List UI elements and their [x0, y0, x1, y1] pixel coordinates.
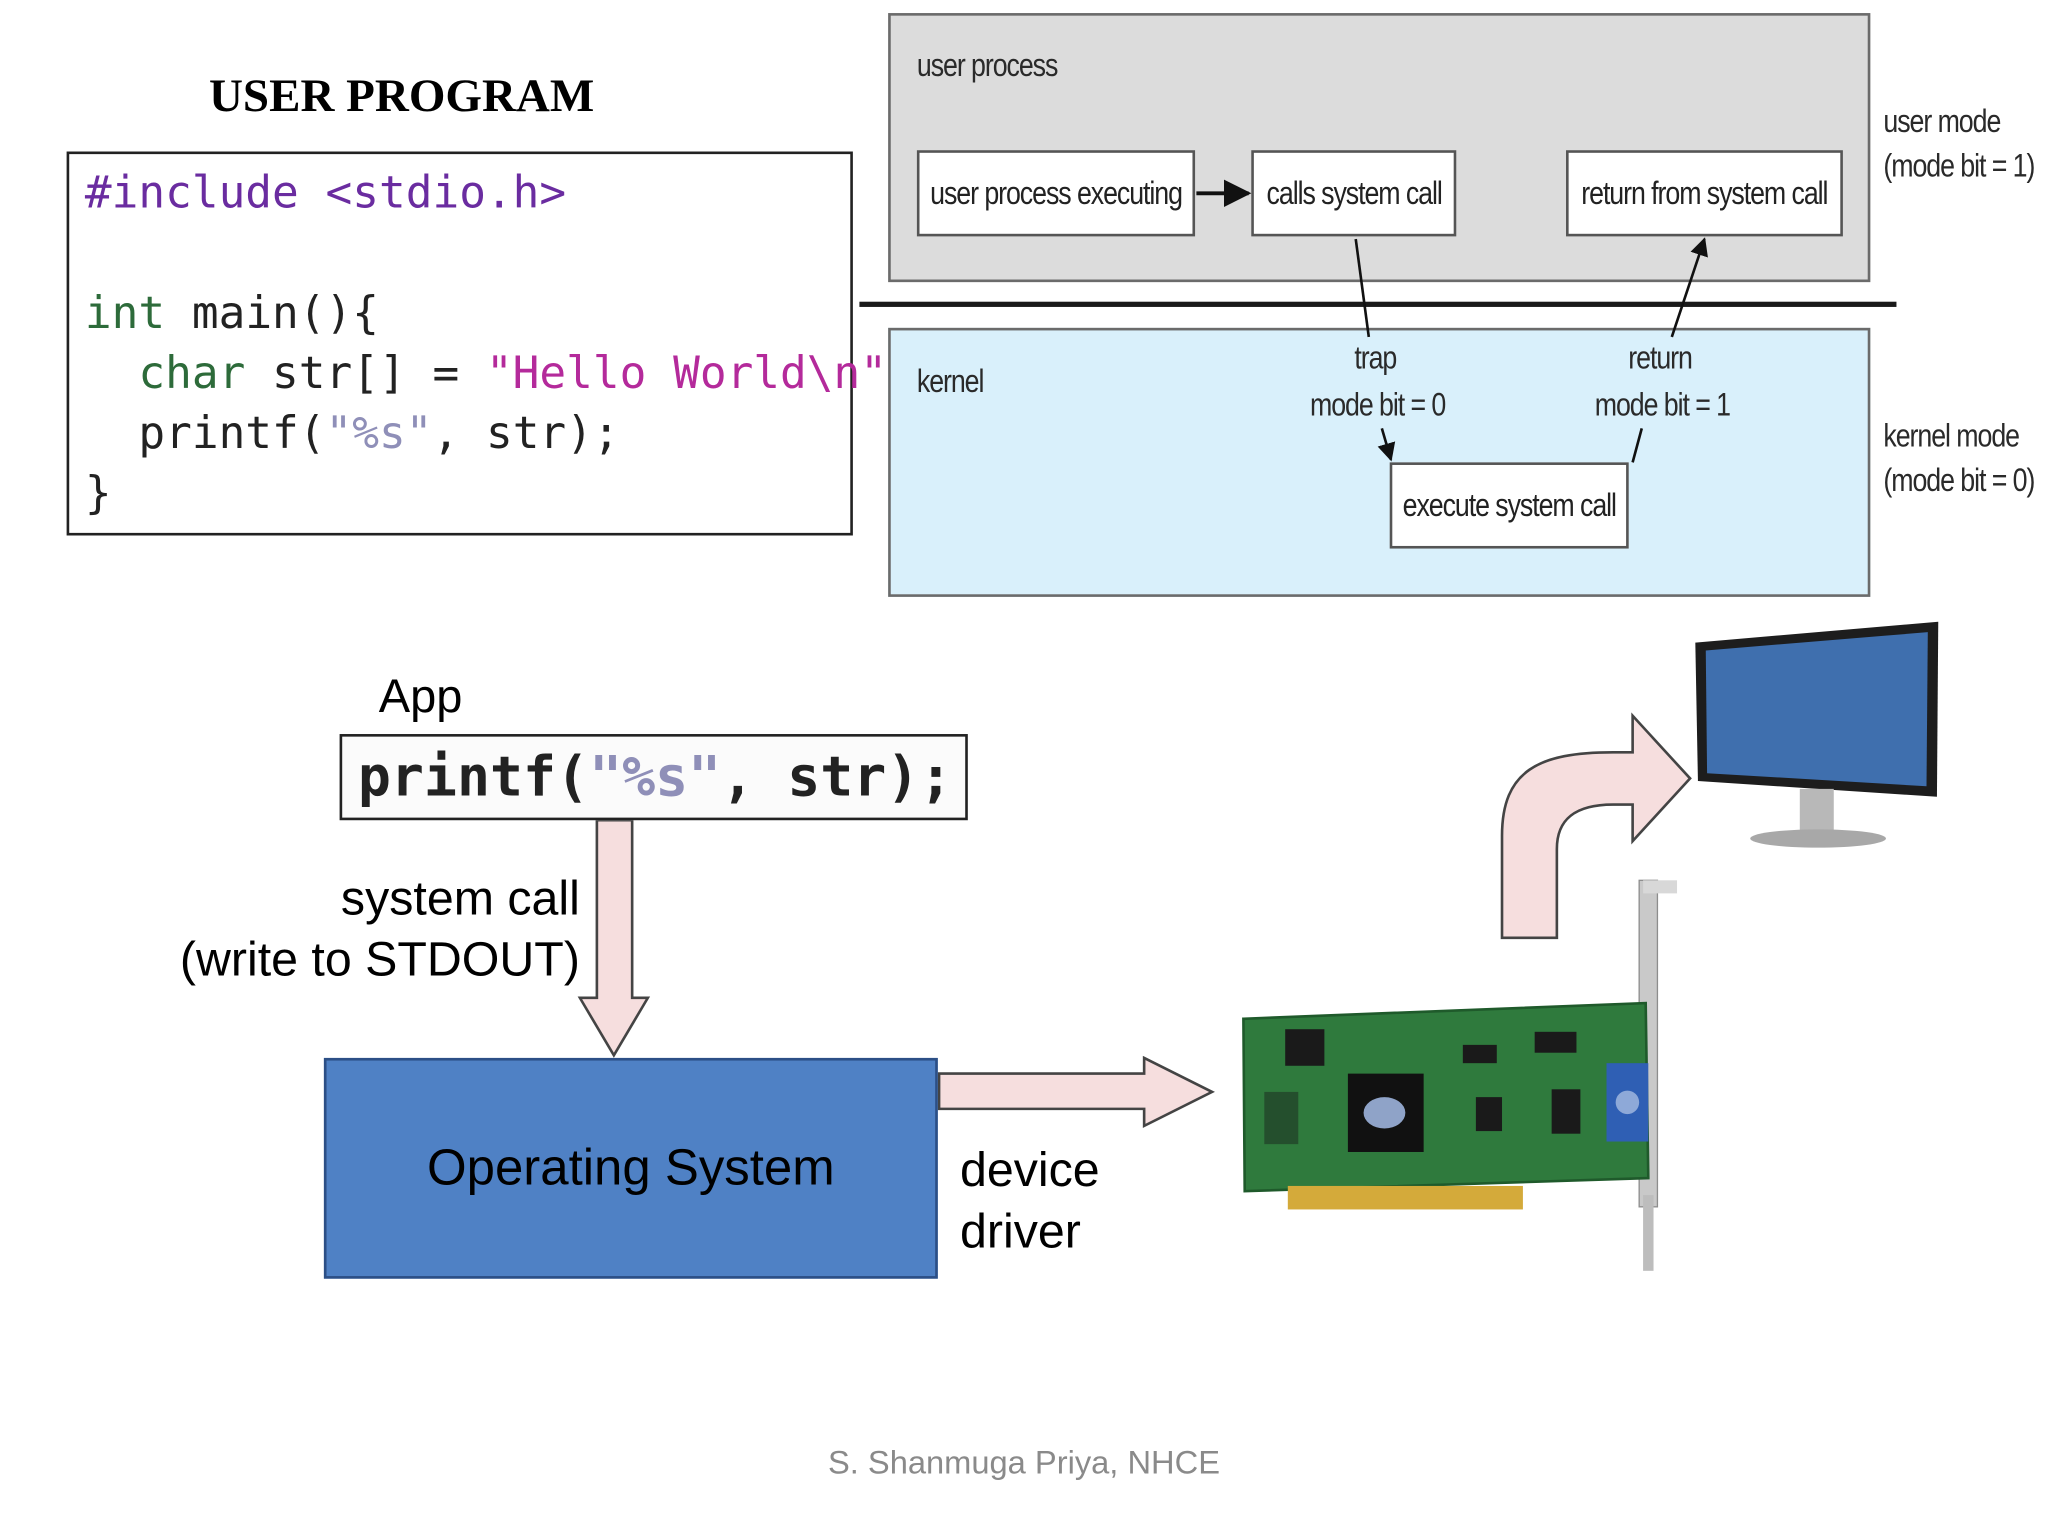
user-process-executing-box: user process executing	[916, 150, 1196, 237]
device-driver-label: device driver	[959, 1142, 1100, 1258]
user-process-label: user process	[916, 47, 1059, 84]
kernel-label: kernel	[916, 363, 985, 400]
user-program-code-box: #include <stdio.h> int main(){ char str[…	[66, 151, 914, 536]
footer-credit: S. Shanmuga Priya, NHCE	[827, 1444, 1220, 1482]
code-line: int main(){	[85, 287, 379, 339]
user-mode-label: user mode (mode bit = 1)	[1883, 103, 2035, 185]
user-process-region	[888, 13, 1871, 283]
code-line: #include <stdio.h>	[85, 167, 566, 219]
app-code-line: printf("%s", str);	[358, 744, 953, 808]
app-code-box: printf("%s", str);	[339, 734, 968, 821]
code-token: #include <stdio.h>	[84, 167, 567, 220]
return-from-system-call-box: return from system call	[1566, 150, 1843, 237]
code-token: "%s"	[589, 744, 722, 809]
monitor-icon	[1695, 621, 1939, 848]
code-token: , str);	[721, 744, 953, 809]
mode-divider-line	[859, 301, 1897, 307]
code-token: "%s"	[325, 407, 433, 460]
operating-system-box: Operating System	[323, 1057, 938, 1279]
code-token: "Hello World\n"	[485, 347, 887, 400]
to-monitor-bent-arrow	[1500, 712, 1692, 940]
code-token: printf(	[84, 407, 326, 460]
graphics-card-icon	[1242, 879, 1678, 1271]
user-program-title: USER PROGRAM	[208, 69, 595, 122]
code-line: printf("%s", str);	[85, 408, 620, 460]
code-line: char str[] = "Hello World\n";	[85, 347, 914, 399]
execute-system-call-box: execute system call	[1389, 462, 1629, 549]
kernel-region	[888, 327, 1871, 597]
trap-arrow-upper	[1354, 238, 1371, 338]
trap-arrow-lower	[1377, 428, 1396, 462]
return-annotation: return mode bit = 1	[1594, 339, 1731, 424]
code-token: }	[84, 467, 112, 520]
device-driver-right-arrow	[937, 1055, 1215, 1128]
app-label: App	[378, 668, 463, 723]
code-token: str[] =	[245, 347, 486, 400]
return-arrow-lower	[1631, 428, 1644, 463]
code-token: , str);	[432, 407, 620, 460]
code-token: char	[84, 347, 246, 400]
system-call-label: system call (write to STDOUT)	[179, 871, 580, 987]
code-token: int	[84, 287, 166, 340]
code-token: printf(	[357, 744, 590, 809]
code-line: }	[85, 468, 112, 520]
trap-annotation: trap mode bit = 0	[1309, 339, 1446, 424]
return-arrow-upper	[1670, 237, 1708, 338]
system-call-down-arrow	[577, 818, 651, 1058]
kernel-mode-label: kernel mode (mode bit = 0)	[1883, 417, 2035, 499]
calls-system-call-box: calls system call	[1251, 150, 1457, 237]
code-token: main(){	[165, 287, 380, 340]
